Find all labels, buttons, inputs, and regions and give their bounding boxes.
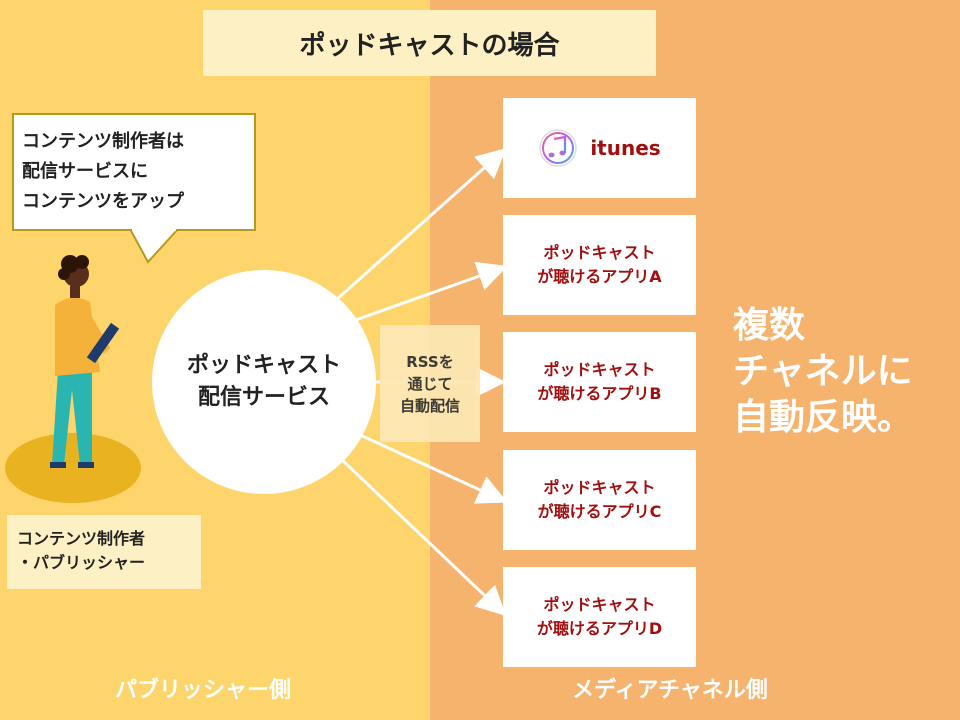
summary-line: チャネルに (733, 351, 913, 392)
page-title: ポッドキャストの場合 (203, 10, 656, 76)
summary-line: 複数 (733, 305, 806, 346)
rss-line: RSSを (406, 352, 454, 371)
channel-app-a: ポッドキャスト が聴けるアプリA (503, 215, 696, 315)
rss-line: 通じて (407, 374, 453, 393)
channel-itunes: itunes (503, 98, 696, 198)
channel-line: が聴けるアプリB (537, 384, 662, 403)
arrow-to-app-c (357, 432, 508, 504)
itunes-icon (539, 129, 578, 167)
callout-line: コンテンツをアップ (22, 191, 184, 212)
publisher-label-line: ・パブリッシャー (17, 553, 146, 572)
channel-name: itunes (590, 136, 661, 160)
channel-app-b: ポッドキャスト が聴けるアプリB (503, 332, 696, 432)
channel-app-c: ポッドキャスト が聴けるアプリC (503, 450, 696, 550)
publisher-side-label: パブリッシャー側 (115, 678, 292, 703)
publisher-person-icon (5, 255, 141, 503)
summary-text: 複数 チャネルに 自動反映。 (733, 303, 913, 441)
arrow-to-app-a (349, 261, 508, 324)
channel-line: ポッドキャスト (543, 478, 656, 497)
service-line: ポッドキャスト (186, 353, 341, 378)
publisher-label: コンテンツ制作者 ・パブリッシャー (7, 515, 201, 589)
rss-label: RSSを 通じて 自動配信 (380, 325, 480, 442)
publisher-label-line: コンテンツ制作者 (17, 529, 146, 548)
service-line: 配信サービス (197, 385, 330, 410)
arrow-to-itunes (335, 148, 507, 302)
channel-line: ポッドキャスト (543, 243, 656, 262)
podcast-service-circle: ポッドキャスト 配信サービス (152, 270, 376, 494)
arrow-to-app-d (338, 456, 507, 617)
media-side-label: メディアチャネル側 (572, 678, 768, 703)
callout-line: コンテンツ制作者は (22, 131, 184, 152)
channel-line: ポッドキャスト (543, 595, 656, 614)
channel-line: が聴けるアプリA (537, 267, 662, 286)
summary-line: 自動反映。 (733, 397, 914, 438)
channel-app-d: ポッドキャスト が聴けるアプリD (503, 567, 696, 667)
channel-line: が聴けるアプリD (536, 619, 663, 638)
channel-line: ポッドキャスト (543, 360, 656, 379)
rss-line: 自動配信 (399, 396, 460, 415)
callout-line: 配信サービスに (22, 161, 148, 182)
channel-line: が聴けるアプリC (537, 502, 662, 521)
